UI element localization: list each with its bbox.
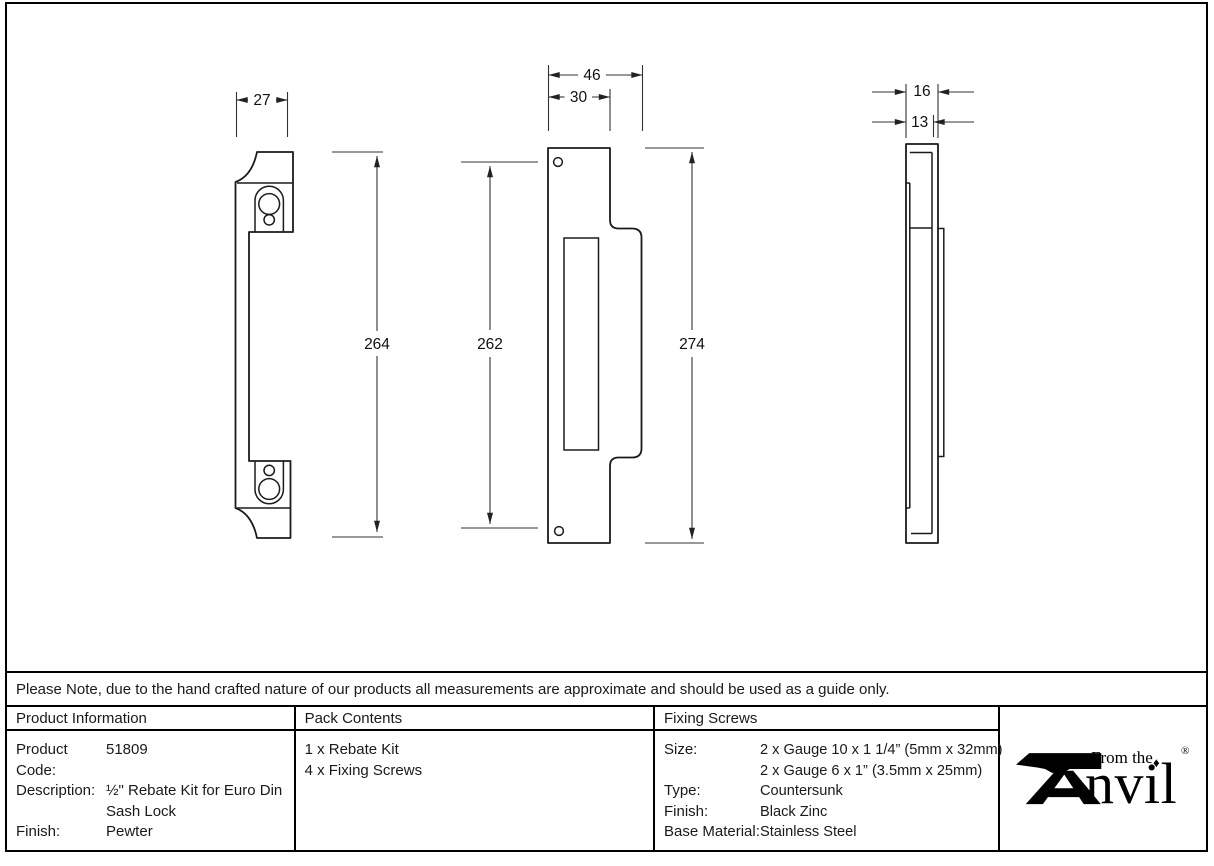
description-row: Description: ½" Rebate Kit for Euro Din … bbox=[16, 781, 290, 822]
spec-table: Product Information Product Code: 51809 … bbox=[5, 707, 1208, 852]
face-left-height-dim: 262 bbox=[477, 336, 503, 353]
screw-base-material-value: Stainless Steel bbox=[760, 824, 857, 840]
face-view: 46 30 262 274 bbox=[461, 65, 705, 544]
screw-base-material-label: Base Material: bbox=[664, 823, 760, 840]
pack-item: 1 x Rebate Kit bbox=[304, 741, 399, 758]
fixing-screws-column: Fixing Screws Size: 2 x Gauge 10 x 1 1/4… bbox=[655, 707, 1003, 850]
registered-trademark-icon: ® bbox=[1181, 745, 1190, 757]
pack-item: 4 x Fixing Screws bbox=[304, 761, 423, 779]
description-label: Description: bbox=[16, 782, 96, 799]
front-height-dim: 264 bbox=[364, 336, 390, 353]
product-code-label: Product Code: bbox=[16, 741, 68, 779]
front-width-dim: 27 bbox=[253, 92, 270, 109]
note-text: Please Note, due to the hand crafted nat… bbox=[16, 680, 890, 698]
logo-tagline: From the bbox=[1091, 748, 1153, 767]
screw-size-row-2: 2 x Gauge 6 x 1” (3.5mm x 25mm) bbox=[664, 761, 994, 782]
product-information-header: Product Information bbox=[7, 707, 294, 731]
screw-finish-value: Black Zinc bbox=[760, 803, 828, 820]
screw-type-value: Countersunk bbox=[760, 783, 843, 799]
front-view: 27 264 bbox=[234, 92, 390, 539]
drawing-frame bbox=[5, 2, 1208, 673]
screw-base-material-row: Base Material: Stainless Steel bbox=[664, 822, 994, 843]
face-outer-width-dim: 46 bbox=[583, 67, 600, 84]
product-information-column: Product Information Product Code: 51809 … bbox=[7, 707, 296, 850]
side-view: 16 13 bbox=[872, 83, 974, 544]
side-view-outline bbox=[905, 143, 939, 544]
logo-wordmark: nvil bbox=[1085, 751, 1178, 816]
screw-finish-label: Finish: bbox=[664, 802, 709, 820]
front-top-large-hole bbox=[258, 192, 281, 216]
screw-type-row: Type: Countersunk bbox=[664, 781, 994, 802]
screw-size-label: Size: bbox=[664, 741, 698, 758]
face-right-height-dim: 274 bbox=[679, 336, 705, 353]
front-view-outline bbox=[234, 151, 294, 539]
face-view-outline bbox=[547, 147, 643, 544]
finish-label: Finish: bbox=[16, 823, 61, 840]
screw-size-row: Size: 2 x Gauge 10 x 1 1/4” (5mm x 32mm) bbox=[664, 740, 1003, 761]
product-code-value: 51809 bbox=[106, 741, 148, 758]
screw-type-label: Type: bbox=[664, 782, 701, 799]
screw-size-value-1: 2 x Gauge 10 x 1 1/4” (5mm x 32mm) bbox=[760, 742, 1003, 758]
technical-drawing: 27 264 46 30 262 bbox=[234, 65, 974, 544]
finish-row: Finish: Pewter bbox=[16, 822, 290, 843]
screw-size-value-2: 2 x Gauge 6 x 1” (3.5mm x 25mm) bbox=[760, 762, 983, 779]
screw-finish-row: Finish: Black Zinc bbox=[664, 802, 994, 823]
anvil-icon bbox=[1016, 753, 1102, 805]
front-top-small-hole bbox=[263, 213, 276, 226]
side-tab-profile bbox=[938, 227, 945, 458]
pack-contents-header: Pack Contents bbox=[295, 707, 653, 731]
face-top-hole bbox=[552, 156, 564, 168]
front-bottom-screw-slot bbox=[254, 461, 285, 505]
side-plate-depth-dim: 13 bbox=[911, 114, 928, 131]
product-code-row: Product Code: 51809 bbox=[16, 740, 290, 781]
description-value: ½" Rebate Kit for Euro Din Sash Lock bbox=[106, 782, 283, 820]
face-inner-width-dim: 30 bbox=[570, 89, 588, 106]
front-bottom-large-hole bbox=[258, 477, 281, 501]
fixing-screws-header: Fixing Screws bbox=[655, 707, 998, 731]
face-latch-slot bbox=[563, 237, 600, 451]
face-bottom-hole bbox=[553, 525, 565, 537]
side-overall-depth-dim: 16 bbox=[913, 83, 930, 100]
diamond-icon: ♦ bbox=[1153, 755, 1160, 770]
front-bottom-small-hole bbox=[263, 464, 276, 477]
from-the-anvil-logo: From the ♦ nvil ® bbox=[1016, 745, 1206, 819]
finish-value: Pewter bbox=[106, 823, 153, 840]
measurement-note: Please Note, due to the hand crafted nat… bbox=[5, 673, 1208, 707]
brand-cell: From the ♦ nvil ® bbox=[1000, 707, 1206, 850]
front-top-screw-slot bbox=[254, 185, 285, 232]
pack-contents-column: Pack Contents 1 x Rebate Kit 4 x Fixing … bbox=[295, 707, 655, 850]
